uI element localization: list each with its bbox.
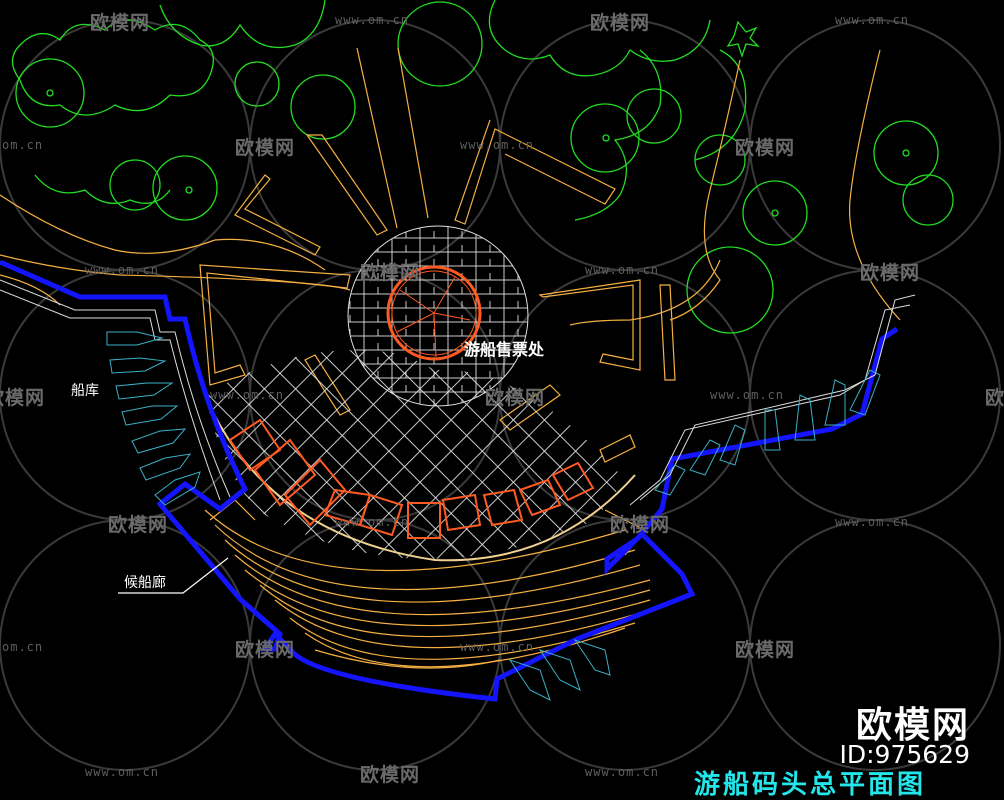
model-id: ID:975629 <box>839 740 970 769</box>
tree-canopies <box>11 0 954 334</box>
watermark-url: www.om.cn <box>85 263 160 277</box>
drawing-title: 游船码头总平面图 <box>694 770 927 800</box>
watermark-logo: 欧模网 <box>735 137 796 159</box>
watermark-url: www.om.cn <box>335 13 410 27</box>
watermark-url: www.om.cn <box>835 13 910 27</box>
ticket-kiosk <box>386 265 482 361</box>
watermark-url: www.om.cn <box>210 388 285 402</box>
watermark-url: www.om.cn <box>585 263 660 277</box>
label-waiting-corridor: 候船廊 <box>124 575 166 591</box>
watermark-logo: 欧模网 <box>235 137 296 159</box>
watermark-logo: 欧模网 <box>235 639 296 661</box>
watermark-url: www.om.cn <box>460 640 535 654</box>
watermark-logo: 欧模网 <box>610 514 671 536</box>
label-boathouse: 船库 <box>71 383 99 399</box>
watermark-logo: 欧模网 <box>360 262 421 284</box>
watermark-logo: 欧模网 <box>590 12 651 34</box>
watermark-logo: 欧模网 <box>735 639 796 661</box>
watermark-url: www.om.cn <box>710 388 785 402</box>
watermark-logo: 欧模网 <box>985 387 1004 409</box>
label-ticket-office: 游船售票处 <box>464 340 545 359</box>
watermark-url: www.om.cn <box>460 138 535 152</box>
moored-boats <box>106 331 881 701</box>
watermark-url: www.om.cn <box>585 765 660 779</box>
corridor-columns <box>228 418 595 539</box>
brand-watermark: 欧模网 <box>855 705 970 746</box>
watermark-logo: 欧模网 <box>0 387 46 409</box>
watermark-logo: 欧模网 <box>485 387 546 409</box>
watermark-logo: 欧模网 <box>360 764 421 786</box>
watermark-logo: 欧模网 <box>90 12 151 34</box>
watermark-logo: 欧模网 <box>108 514 169 536</box>
watermark-url: www.om.cn <box>335 515 410 529</box>
watermark-logo: 欧模网 <box>860 262 921 284</box>
leader-line <box>118 557 229 594</box>
watermark-url: om.cn <box>2 138 44 152</box>
watermark-url: om.cn <box>2 640 44 654</box>
watermark-url: www.om.cn <box>835 515 910 529</box>
watermark-url: www.om.cn <box>85 765 160 779</box>
